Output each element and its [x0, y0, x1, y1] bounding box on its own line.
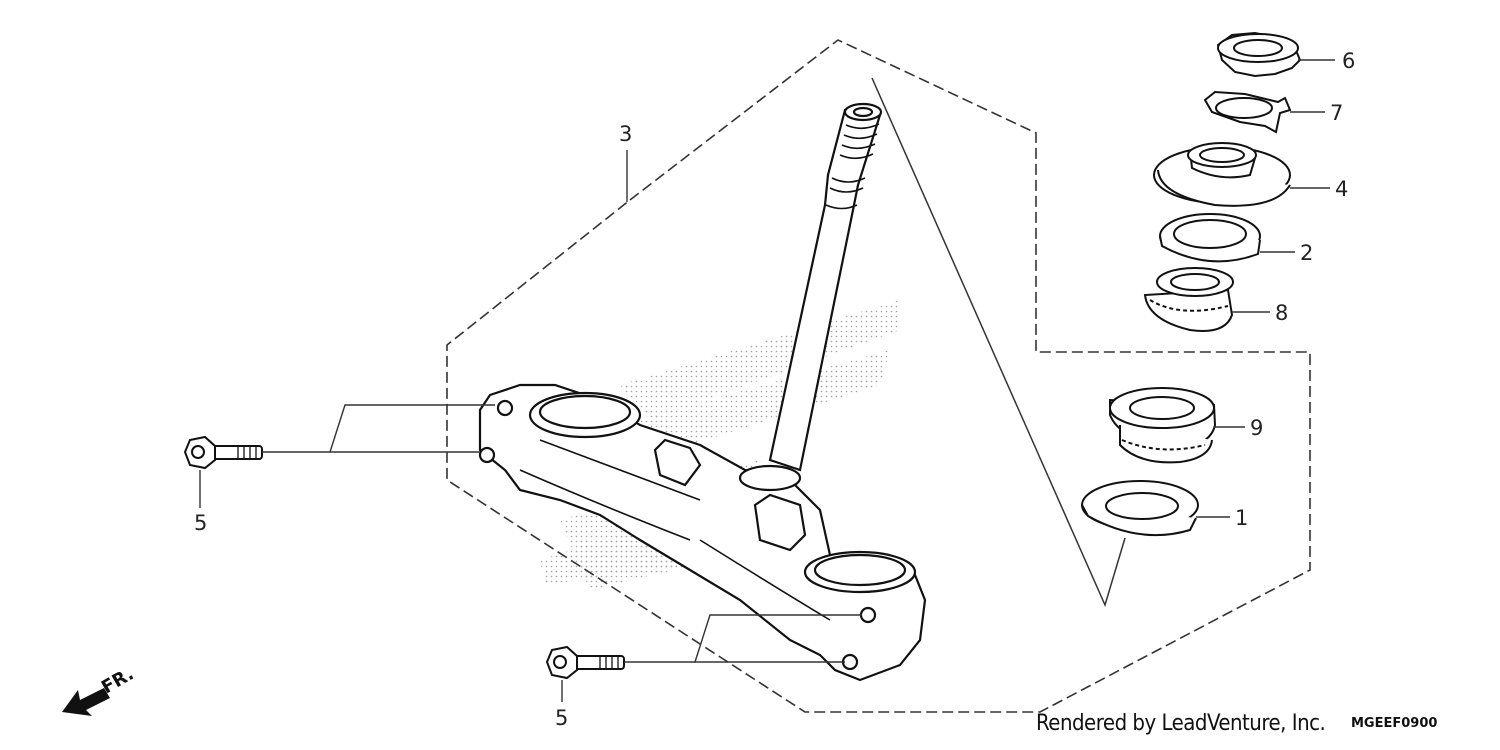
assembly-boundary [446, 39, 1311, 713]
part-3-steering-stem[interactable] [478, 102, 927, 682]
render-credit: Rendered by LeadVenture, Inc. [1036, 711, 1326, 736]
part-4-adjusting-nut[interactable] [1153, 142, 1291, 207]
callout-7: 7 [1330, 101, 1343, 125]
bolt-leader-lines [199, 404, 862, 702]
callout-5-upper: 5 [194, 511, 207, 535]
part-5-bolt-upper[interactable] [183, 435, 263, 470]
arrow-front-icon: FR. [62, 663, 137, 716]
callout-9: 9 [1250, 416, 1263, 440]
part-6-lock-nut[interactable] [1216, 31, 1302, 78]
callout-6: 6 [1342, 49, 1355, 73]
part-1-dust-seal[interactable] [1081, 480, 1199, 537]
part-8-upper-bearing[interactable] [1143, 267, 1234, 332]
callout-4: 4 [1335, 177, 1348, 201]
part-2-dust-seal[interactable] [1159, 213, 1261, 263]
callout-2: 2 [1300, 241, 1313, 265]
callout-leaders [626, 59, 1335, 518]
callout-5-lower: 5 [555, 706, 568, 730]
callout-3: 3 [619, 122, 632, 146]
exploded-axis-lines [871, 77, 1126, 608]
callout-1: 1 [1235, 506, 1248, 530]
part-7-lock-washer[interactable] [1203, 90, 1292, 134]
callout-8: 8 [1275, 301, 1288, 325]
part-9-lower-bearing[interactable] [1109, 387, 1217, 464]
diagram-code: MGEEF0900 [1351, 716, 1438, 731]
part-5-bolt-lower[interactable] [545, 645, 625, 680]
